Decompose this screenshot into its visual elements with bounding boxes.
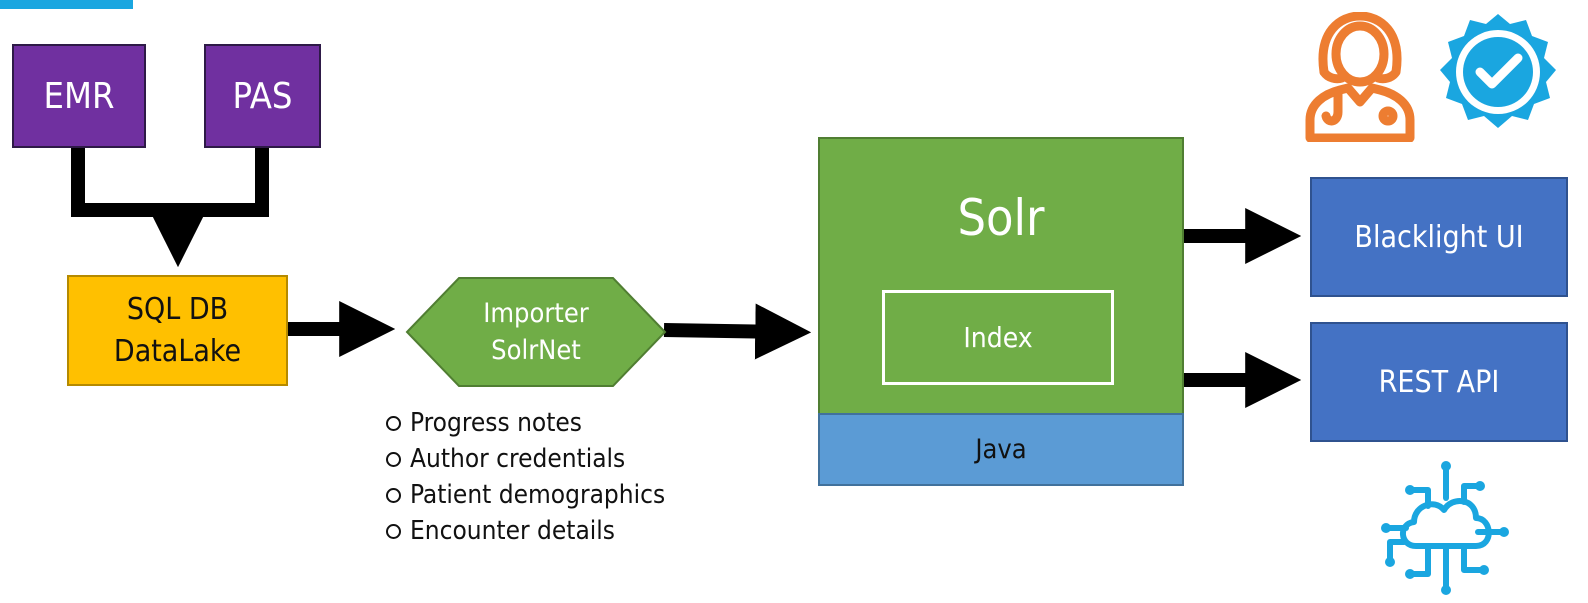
pas-box: PAS [204, 44, 321, 148]
datalake-line1: SQL DB [126, 291, 229, 327]
header-accent-bar [0, 0, 133, 9]
java-label: Java [975, 434, 1027, 465]
verified-badge-icon [1440, 14, 1556, 128]
clinician-icon [1305, 12, 1415, 142]
java-box: Java [818, 413, 1184, 486]
importer-label: Importer SolrNet [405, 276, 667, 388]
index-box: Index [882, 290, 1114, 385]
bullet-icon [386, 415, 401, 431]
importer-hexagon [405, 277, 667, 387]
list-item: Encounter details [386, 513, 665, 549]
emr-connector [71, 140, 178, 217]
bullet-icon [386, 451, 401, 467]
emr-box: EMR [12, 44, 146, 148]
cloud-network-icon [1381, 461, 1509, 595]
index-label: Index [963, 321, 1033, 354]
importer-line2: SolrNet [491, 335, 581, 366]
list-item: Progress notes [386, 405, 665, 441]
emr-label: EMR [43, 75, 115, 117]
pas-label: PAS [232, 75, 293, 117]
datalake-box: SQL DB DataLake [67, 275, 288, 386]
blacklight-ui-box: Blacklight UI [1310, 177, 1568, 297]
importer-line1: Importer [483, 298, 589, 329]
data-types-list: Progress notes Author credentials Patien… [386, 405, 665, 549]
rest-api-label: REST API [1378, 364, 1500, 400]
pas-connector [178, 140, 269, 217]
importer-to-solr-arrow [663, 303, 812, 360]
blacklight-ui-label: Blacklight UI [1354, 219, 1524, 255]
bullet-icon [386, 487, 401, 503]
rest-api-box: REST API [1310, 322, 1568, 442]
bullet-icon [386, 523, 401, 539]
datalake-line2: DataLake [113, 333, 242, 369]
list-item: Author credentials [386, 441, 665, 477]
list-item: Patient demographics [386, 477, 665, 513]
solr-title: Solr [957, 189, 1045, 247]
